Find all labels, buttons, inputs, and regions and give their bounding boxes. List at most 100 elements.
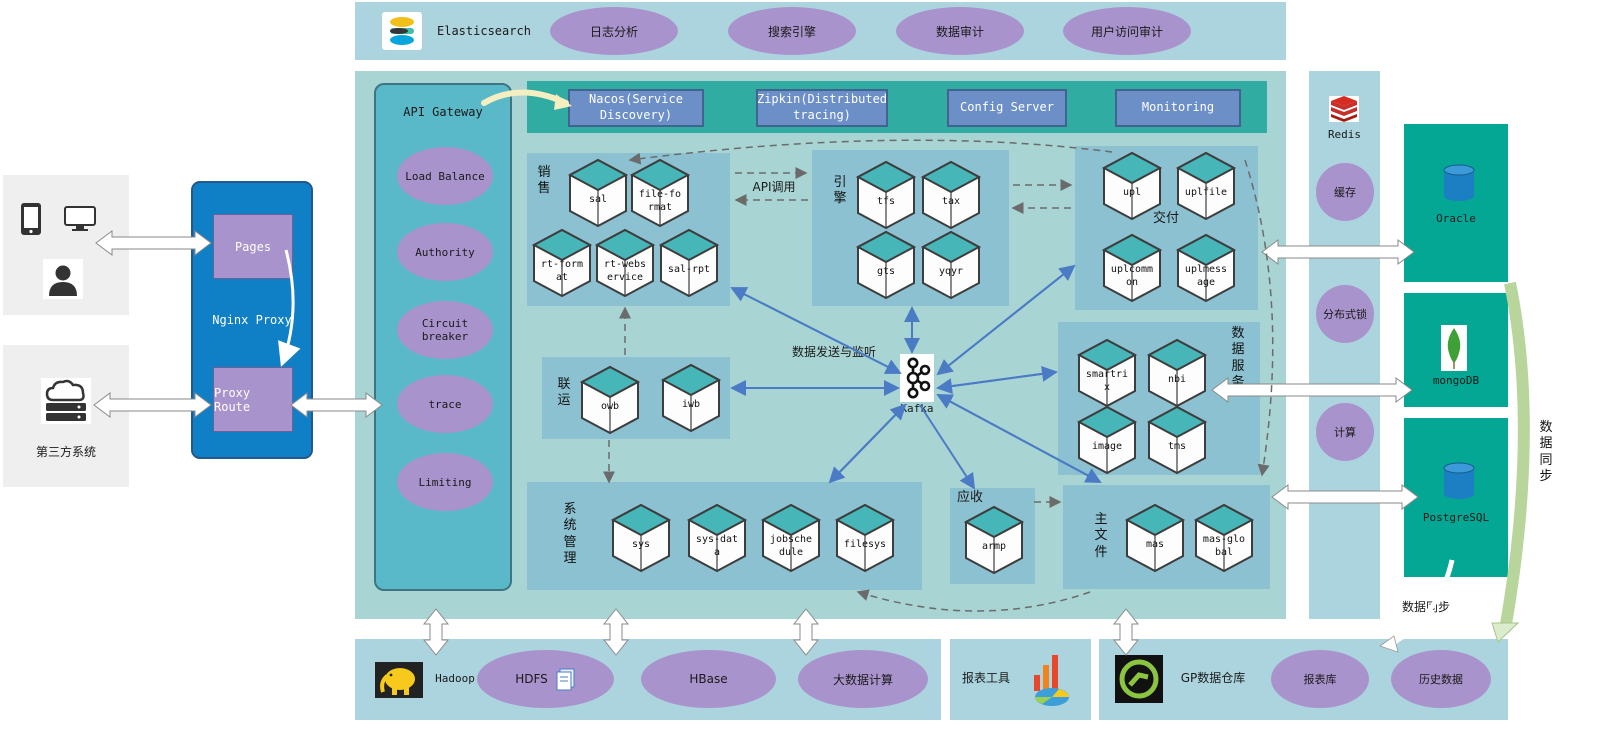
group-master-label: 主文件	[1094, 512, 1108, 560]
hadoop-big-data-compute: 大数据计算	[798, 650, 928, 708]
cube-label: tax	[941, 196, 961, 207]
es-item-user-access-audit: 用户访问审计	[1063, 7, 1191, 55]
elasticsearch-logo-icon	[382, 12, 422, 50]
data-sync-vertical-label: 数据同步	[1539, 420, 1553, 484]
chart-report-icon	[1034, 655, 1069, 706]
redis-logo-icon	[1329, 96, 1359, 122]
cube-sal-rpt[interactable]: sal-rpt	[658, 228, 720, 298]
third-party-box: 第三方系统	[3, 345, 129, 487]
cube-label: smartri x	[1085, 369, 1129, 393]
cube-label: tms	[1167, 441, 1187, 452]
kafka-label: Kafka	[900, 402, 934, 415]
data-sync-label: 数据同步	[1401, 600, 1450, 614]
cube-tms[interactable]: tms	[1146, 405, 1208, 475]
group-data-service-label: 数据服务	[1231, 326, 1245, 390]
gateway-load-balance: Load Balance	[397, 147, 493, 205]
es-item-search-engine: 搜索引擎	[728, 7, 856, 55]
cube-label: image	[1091, 441, 1123, 452]
client-devices-box	[3, 175, 129, 315]
hadoop-hbase: HBase	[641, 650, 776, 708]
db-oracle[interactable]: Oracle	[1404, 124, 1508, 282]
cube-owb[interactable]: owb	[579, 365, 641, 435]
hadoop-elephant-icon	[375, 662, 423, 698]
redis-compute: 计算	[1316, 403, 1374, 461]
cube-sal[interactable]: sal	[567, 158, 629, 228]
cube-label: sal-rpt	[667, 264, 711, 275]
cube-nbi[interactable]: nbi	[1146, 338, 1208, 408]
kafka-node[interactable]	[900, 354, 934, 402]
hadoop-hdfs-label: HDFS	[515, 672, 548, 686]
db-oracle-label: Oracle	[1436, 212, 1476, 225]
cube-rt-webservice[interactable]: rt-webs ervice	[594, 228, 656, 298]
proxy-route-box[interactable]: Proxy Route	[213, 367, 293, 432]
elasticsearch-title: Elasticsearch	[437, 24, 531, 38]
database-icon	[1443, 164, 1475, 201]
group-delivery-label: 交付	[1152, 211, 1179, 226]
cube-label: sal	[588, 194, 608, 205]
redis-distributed-lock: 分布式锁	[1316, 285, 1374, 343]
cube-iwb[interactable]: iwb	[660, 363, 722, 433]
cube-label: uplmess age	[1184, 264, 1228, 288]
gateway-trace: trace	[397, 375, 493, 433]
cube-tfs[interactable]: tfs	[855, 160, 917, 230]
hadoop-bar: Hadoop HDFS HBase 大数据计算	[355, 639, 941, 720]
nginx-proxy-box: Pages Nginx Proxy Proxy Route	[191, 181, 313, 459]
cube-uplmessage[interactable]: uplmess age	[1175, 233, 1237, 303]
mobile-phone-icon	[21, 203, 41, 235]
cube-label: rt-webs ervice	[603, 259, 647, 283]
cube-label: file-fo rmat	[638, 189, 682, 213]
cube-label: filesys	[843, 539, 887, 550]
cube-label: uplfile	[1184, 187, 1228, 198]
cube-label: gts	[876, 266, 896, 277]
cube-upl[interactable]: upl	[1101, 151, 1163, 221]
cube-label: tfs	[876, 196, 896, 207]
db-mongodb-label: mongoDB	[1432, 374, 1480, 387]
proxy-route-label: Proxy Route	[214, 385, 251, 414]
gateway-circuit-breaker: Circuit breaker	[397, 301, 493, 359]
cube-uplcommon[interactable]: uplcomm on	[1101, 233, 1163, 303]
cube-sys[interactable]: sys	[610, 503, 672, 573]
cube-uplfile[interactable]: uplfile	[1175, 151, 1237, 221]
cube-image[interactable]: image	[1076, 405, 1138, 475]
user-icon	[43, 259, 83, 299]
es-item-log-analysis: 日志分析	[550, 7, 678, 55]
service-nacos[interactable]: Nacos(Service Discovery)	[568, 89, 704, 127]
gateway-authority: Authority	[397, 223, 493, 281]
nginx-proxy-label: Nginx Proxy	[212, 313, 292, 327]
cube-jobschedule[interactable]: jobsche dule	[760, 503, 822, 573]
cube-armp[interactable]: armp	[963, 505, 1025, 575]
cube-label: iwb	[681, 399, 701, 410]
cube-sys-data[interactable]: sys-dat a	[686, 503, 748, 573]
gp-report-db: 报表库	[1271, 650, 1369, 708]
cube-label: rt-form at	[540, 259, 584, 283]
service-zipkin[interactable]: Zipkin(Distributed tracing)	[756, 89, 888, 127]
service-config-server[interactable]: Config Server	[947, 89, 1067, 127]
database-icon	[1443, 462, 1475, 499]
cube-label: sys-dat a	[695, 534, 739, 558]
cloud-server-icon	[41, 378, 91, 424]
cube-gts[interactable]: gts	[855, 230, 917, 300]
cube-rt-format[interactable]: rt-form at	[531, 228, 593, 298]
cube-tax[interactable]: tax	[920, 160, 982, 230]
db-mongodb[interactable]: mongoDB	[1404, 293, 1508, 407]
group-receivable-label: 应收	[956, 490, 983, 505]
cube-mas-global[interactable]: mas-glo bal	[1193, 503, 1255, 573]
cube-label: uplcomm on	[1110, 264, 1154, 288]
gp-history-data: 历史数据	[1391, 650, 1491, 708]
pages-box[interactable]: Pages	[213, 214, 293, 279]
cube-file-format[interactable]: file-fo rmat	[629, 158, 691, 228]
cube-filesys[interactable]: filesys	[834, 503, 896, 573]
cube-mas[interactable]: mas	[1124, 503, 1186, 573]
db-postgresql[interactable]: PostgreSQL	[1404, 418, 1508, 577]
cube-yqyr[interactable]: yqyr	[920, 230, 982, 300]
cube-label: armp	[981, 541, 1007, 552]
cube-label: yqyr	[938, 266, 964, 277]
api-gateway-title: API Gateway	[403, 105, 483, 119]
cube-label: mas-glo bal	[1202, 534, 1246, 558]
es-item-data-audit: 数据审计	[896, 7, 1024, 55]
cube-smartrix[interactable]: smartri x	[1076, 338, 1138, 408]
service-monitoring[interactable]: Monitoring	[1115, 89, 1241, 127]
group-liaison-label: 联运	[557, 377, 571, 409]
group-engine-label: 引擎	[833, 175, 847, 207]
redis-column	[1309, 71, 1380, 619]
